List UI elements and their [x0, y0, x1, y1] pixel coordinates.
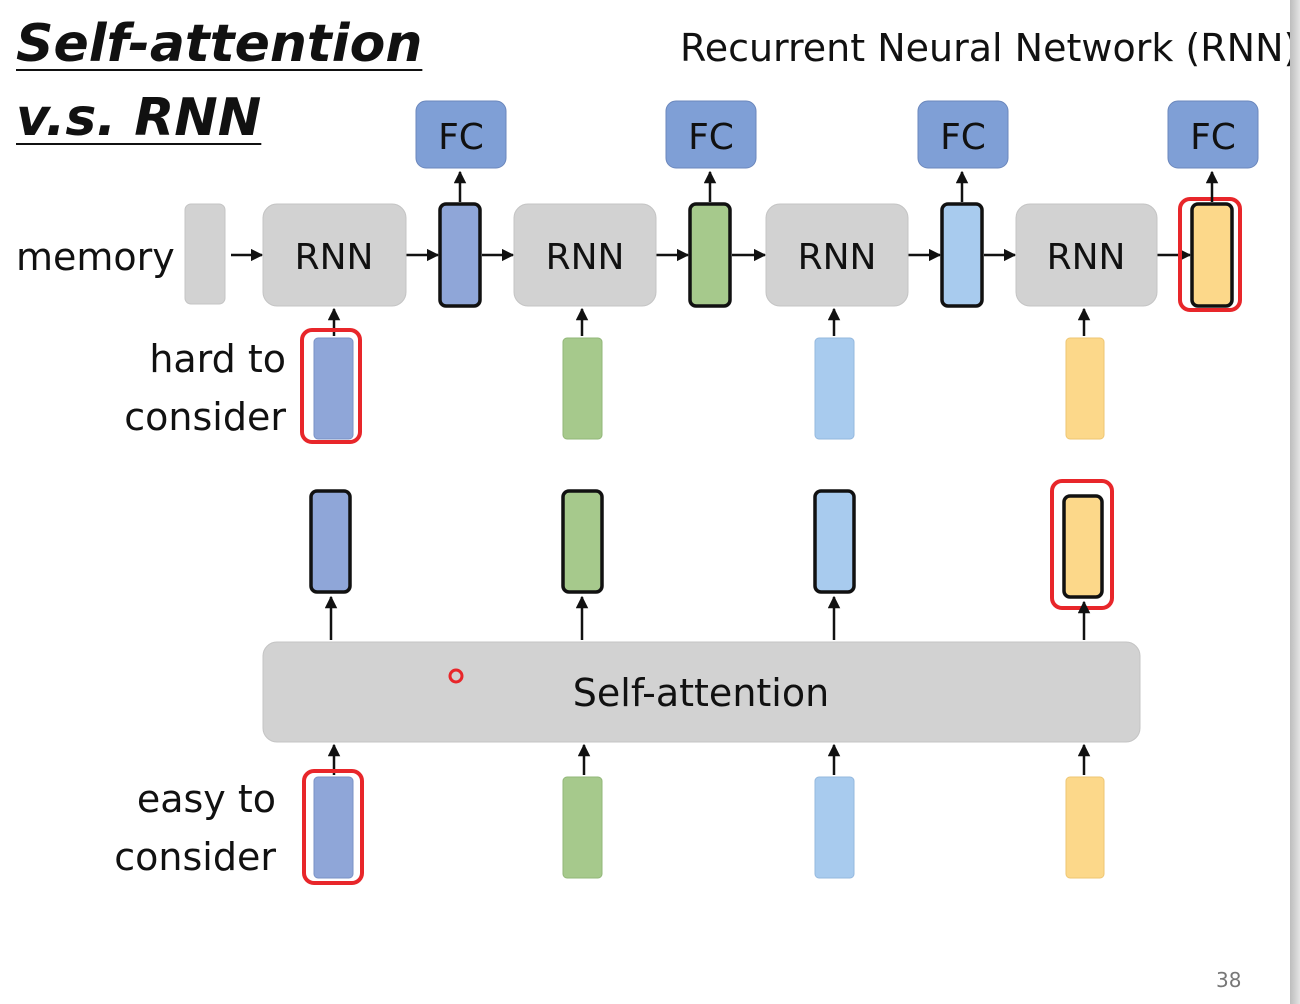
fc-block-2: FC: [665, 100, 757, 169]
page-number: 38: [1216, 968, 1242, 992]
fc-arrows: [453, 170, 1219, 202]
sa-input-vector-1: [313, 776, 354, 879]
rnn-block-3: RNN: [765, 203, 909, 307]
hard-to-consider-label: hard to consider: [124, 330, 286, 446]
sa-input-arrows: [327, 743, 1091, 775]
easy-to-consider-label: easy to consider: [114, 770, 276, 886]
sa-input-vector-4: [1065, 776, 1105, 879]
laser-pointer-dot: [448, 668, 464, 684]
fc-block-3: FC: [917, 100, 1009, 169]
rnn-input-vector-3: [814, 337, 855, 440]
highlight-box-rnn-input: [300, 328, 362, 444]
rnn-block-4: RNN: [1015, 203, 1158, 307]
fc-block-label: FC: [940, 117, 986, 158]
rnn-input-vector-4: [1065, 337, 1105, 440]
fc-block-4: FC: [1167, 100, 1259, 169]
hidden-vector-3: [940, 202, 984, 308]
memory-label: memory: [16, 235, 175, 279]
rnn-input-vector-1: [313, 337, 354, 440]
sa-input-vector-3: [814, 776, 855, 879]
memory-block: [184, 203, 226, 305]
hidden-vector-2: [688, 202, 732, 308]
rnn-block-label: RNN: [798, 237, 877, 278]
window-edge: [1290, 0, 1300, 1004]
self-attention-block: Self-attention: [262, 641, 1141, 743]
hidden-vector-4: [1190, 202, 1234, 308]
rnn-heading: Recurrent Neural Network (RNN): [680, 26, 1299, 70]
hard-label-line2: consider: [124, 395, 286, 439]
sa-output-vector-2: [561, 489, 604, 594]
hidden-vector-1: [438, 202, 482, 308]
fc-block-label: FC: [1190, 117, 1236, 158]
sa-output-vector-3: [813, 489, 856, 594]
rnn-input-arrows: [327, 307, 1091, 336]
rnn-block-label: RNN: [1047, 237, 1126, 278]
rnn-block-2: RNN: [513, 203, 657, 307]
highlight-box-sa-input: [302, 769, 364, 885]
rnn-block-label: RNN: [546, 237, 625, 278]
rnn-input-vector-2: [562, 337, 603, 440]
sa-output-arrows: [324, 595, 1091, 640]
sa-input-vector-2: [562, 776, 603, 879]
sa-output-vector-1: [309, 489, 352, 594]
sa-output-vector-4: [1062, 494, 1104, 599]
fc-block-label: FC: [688, 117, 734, 158]
rnn-block-label: RNN: [295, 237, 374, 278]
slide-title-line2: v.s. RNN: [16, 88, 262, 148]
easy-label-line2: consider: [114, 835, 276, 879]
slide-title-line1: Self-attention: [16, 14, 423, 74]
rnn-block-1: RNN: [262, 203, 407, 307]
fc-block-1: FC: [415, 100, 507, 169]
self-attention-label: Self-attention: [573, 671, 829, 715]
fc-block-label: FC: [438, 117, 484, 158]
easy-label-line1: easy to: [136, 777, 276, 821]
highlight-box-rnn-output: [1178, 197, 1242, 312]
hard-label-line1: hard to: [149, 337, 286, 381]
